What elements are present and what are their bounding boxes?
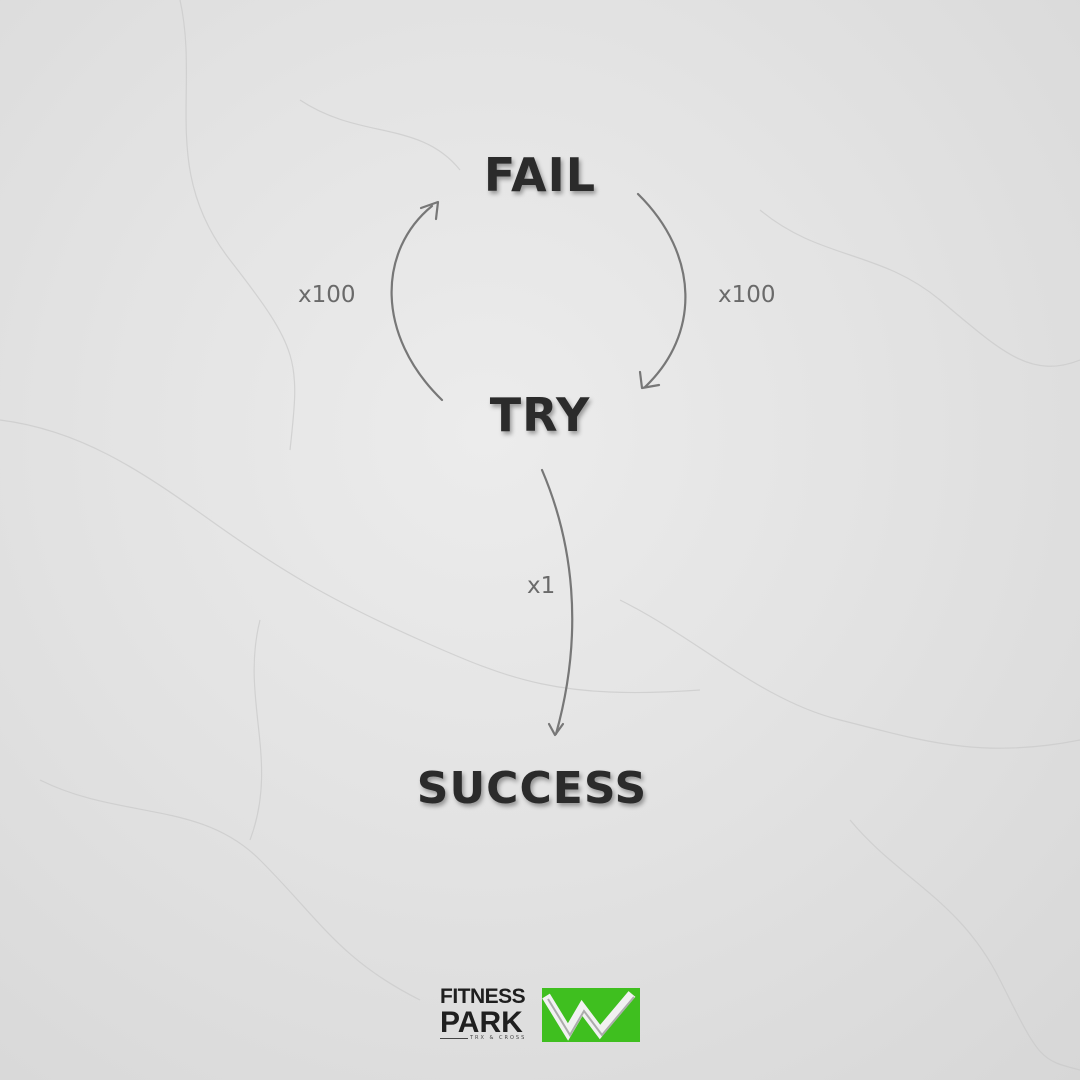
fail-node: FAIL — [483, 148, 597, 202]
logo-line-fitness: FITNESS — [440, 985, 526, 1008]
fail-to-try-count: x100 — [718, 282, 776, 308]
try-to-fail-count: x100 — [298, 282, 356, 308]
arrowhead-fail-to-try — [638, 370, 661, 390]
arrowhead-try-to-fail — [419, 200, 440, 221]
logo-wordmark: FITNESS PARK — [440, 986, 540, 1038]
arrowhead-try-to-success — [547, 722, 565, 737]
logo-tagline: TRX & CROSS — [470, 1035, 527, 1041]
logo-mountain-icon — [542, 988, 640, 1042]
try-to-success-count: x1 — [527, 573, 556, 599]
arrow-fail-to-try — [636, 192, 687, 389]
success-node: SUCCESS — [416, 763, 648, 814]
arrow-try-to-success — [540, 468, 574, 736]
try-node: TRY — [489, 388, 591, 442]
logo-rule — [440, 1038, 468, 1039]
logo-line-park: PARK — [440, 1006, 523, 1039]
fitness-park-logo: FITNESS PARK TRX & CROSS — [440, 986, 640, 1044]
arrow-try-to-fail — [390, 204, 444, 402]
